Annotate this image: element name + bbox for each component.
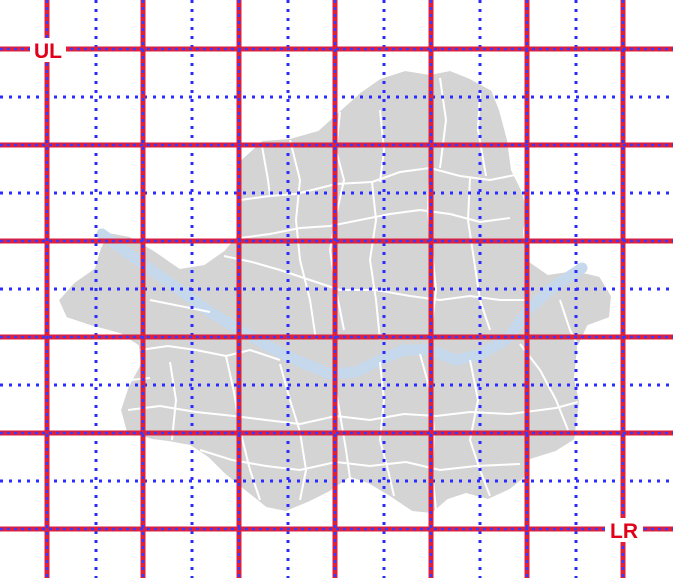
upper-left-label: UL <box>34 40 62 63</box>
lower-right-marker: LR <box>605 518 643 543</box>
river <box>96 228 588 380</box>
lower-right-label-background <box>605 518 643 542</box>
upper-left-label-background <box>30 38 66 62</box>
lower-right-label: LR <box>610 520 638 543</box>
upper-left-marker: UL <box>30 38 66 63</box>
